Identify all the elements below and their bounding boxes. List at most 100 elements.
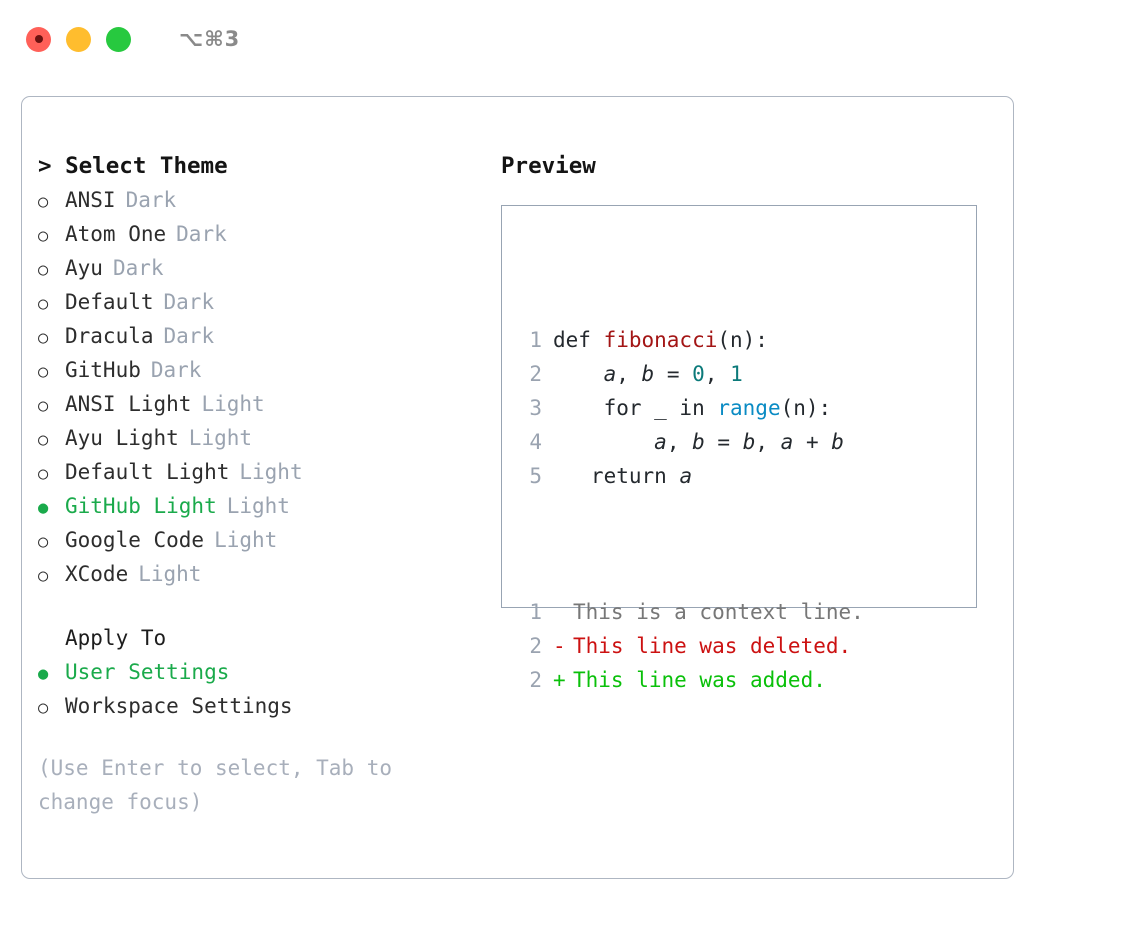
diff-line: 1 This is a context line.	[520, 595, 864, 629]
theme-category-tag: Light	[226, 494, 290, 518]
apply-to-list[interactable]: ● User Settings ○ Workspace Settings	[38, 655, 493, 723]
code-token: a	[603, 362, 617, 386]
close-button-icon[interactable]	[26, 26, 51, 52]
line-number: 3	[529, 396, 542, 420]
code-line: 4 a, b = b, a + b	[520, 425, 864, 459]
minimize-button-icon[interactable]	[66, 26, 91, 52]
window-controls	[26, 26, 131, 52]
code-token: ,	[704, 362, 731, 386]
code-token: range	[717, 396, 781, 420]
radio-unselected-icon: ○	[38, 464, 49, 484]
code-token: a	[679, 464, 693, 488]
theme-list-item[interactable]: ○ Google Code Light	[38, 523, 493, 557]
page-title: > Select Theme	[38, 153, 228, 179]
diff-text: This is a context line.	[573, 600, 864, 624]
theme-name-label: XCode	[65, 562, 129, 586]
code-text: for _ in range(n):	[553, 391, 832, 425]
apply-to-label: User Settings	[65, 660, 230, 684]
code-token: b	[641, 362, 655, 386]
theme-name-label: GitHub	[65, 358, 141, 382]
theme-category-tag: Dark	[163, 324, 215, 348]
theme-name-label: ANSI	[65, 188, 116, 212]
code-token: for _ in	[553, 396, 718, 420]
radio-unselected-icon: ○	[38, 294, 49, 314]
code-token: b	[742, 430, 756, 454]
theme-list-item[interactable]: ○ Ayu Dark	[38, 251, 493, 285]
theme-name-label: ANSI Light	[65, 392, 192, 416]
radio-unselected-icon: ○	[38, 328, 49, 348]
code-token: return	[553, 464, 680, 488]
apply-to-item[interactable]: ● User Settings	[38, 655, 493, 689]
theme-name-label: Atom One	[65, 222, 167, 246]
code-token	[553, 362, 604, 386]
radio-unselected-icon: ○	[38, 226, 49, 246]
theme-name-label: GitHub Light	[65, 494, 217, 518]
code-text: a, b = b, a + b	[553, 425, 844, 459]
radio-selected-icon: ●	[38, 498, 49, 518]
theme-name-label: Google Code	[65, 528, 205, 552]
radio-unselected-icon: ○	[38, 566, 49, 586]
diff-block: 1 This is a context line.2-This line was…	[520, 595, 864, 697]
diff-marker: -	[553, 634, 566, 658]
theme-list-item[interactable]: ○ XCode Light	[38, 557, 493, 591]
code-token	[553, 430, 654, 454]
theme-name-label: Default Light	[65, 460, 230, 484]
theme-name-label: Ayu Light	[65, 426, 179, 450]
line-number: 2	[529, 668, 542, 692]
code-token: =	[654, 362, 693, 386]
radio-unselected-icon: ○	[38, 192, 49, 212]
radio-unselected-icon: ○	[38, 260, 49, 280]
code-token: def	[553, 328, 604, 352]
code-token: b	[831, 430, 844, 454]
code-line: 2 a, b = 0, 1	[520, 357, 864, 391]
code-token: ,	[616, 362, 642, 386]
preview-title: Preview	[501, 153, 596, 179]
code-text: return a	[553, 459, 692, 493]
code-token: 0	[692, 362, 705, 386]
apply-to-item[interactable]: ○ Workspace Settings	[38, 689, 493, 723]
code-token: a	[780, 430, 794, 454]
code-token: a	[654, 430, 667, 454]
diff-line: 2+This line was added.	[520, 663, 864, 697]
theme-category-tag: Dark	[163, 290, 215, 314]
code-line: 5 return a	[520, 459, 864, 493]
radio-unselected-icon: ○	[38, 698, 49, 718]
line-number: 5	[529, 464, 542, 488]
code-token: =	[704, 430, 743, 454]
radio-unselected-icon: ○	[38, 532, 49, 552]
radio-selected-icon: ●	[38, 664, 49, 684]
diff-line: 2-This line was deleted.	[520, 629, 864, 663]
line-number: 4	[529, 430, 542, 454]
line-number: 2	[529, 634, 542, 658]
theme-category-tag: Light	[201, 392, 265, 416]
code-token: (n):	[717, 328, 768, 352]
code-token: +	[793, 430, 832, 454]
theme-category-tag: Light	[214, 528, 278, 552]
theme-category-tag: Dark	[150, 358, 202, 382]
apply-to-heading: Apply To	[65, 626, 167, 650]
keyboard-hint-text: (Use Enter to select, Tab to change focu…	[38, 756, 393, 814]
theme-category-tag: Light	[138, 562, 202, 586]
code-token: ,	[666, 430, 693, 454]
theme-list-item[interactable]: ● GitHub Light Light	[38, 489, 493, 523]
diff-marker	[553, 595, 573, 629]
theme-name-label: Ayu	[65, 256, 103, 280]
maximize-button-icon[interactable]	[106, 26, 131, 52]
theme-category-tag: Dark	[112, 256, 164, 280]
apply-to-label: Workspace Settings	[65, 694, 293, 718]
radio-unselected-icon: ○	[38, 430, 49, 450]
line-number: 2	[529, 362, 542, 386]
